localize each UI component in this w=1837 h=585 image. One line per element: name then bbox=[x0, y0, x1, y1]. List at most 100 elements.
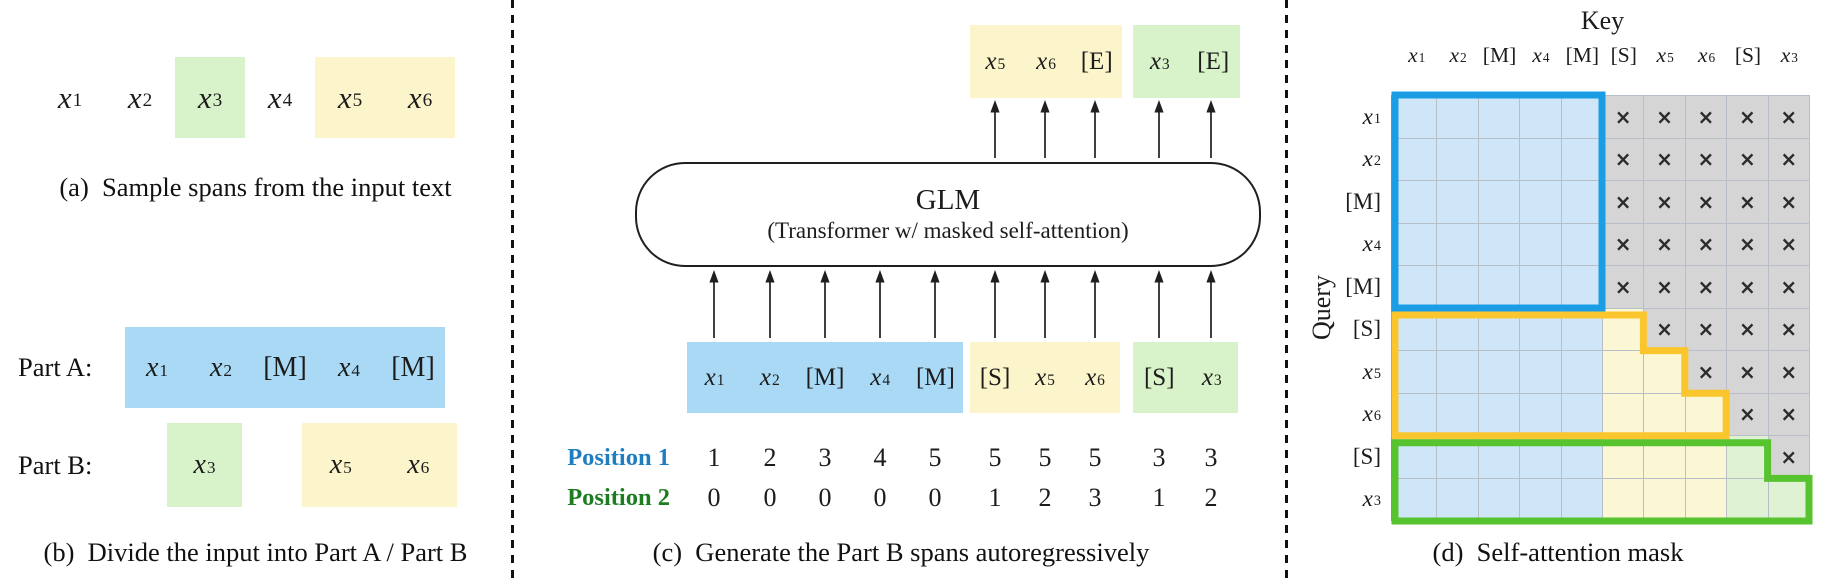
flow-arrows bbox=[709, 100, 1216, 338]
panel-divider-2 bbox=[1285, 0, 1288, 585]
mask-cell-blocked: × bbox=[1644, 308, 1685, 350]
mask-cell-visible bbox=[1768, 478, 1809, 520]
mask-cell-blocked: × bbox=[1685, 308, 1727, 350]
key-label-token: [S] bbox=[1734, 43, 1762, 67]
position-value: 5 bbox=[988, 443, 1002, 472]
caption-d: (d) Self-attention mask bbox=[1432, 537, 1684, 567]
mask-cell-visible bbox=[1561, 266, 1602, 308]
mask-cell-blocked: × bbox=[1768, 223, 1809, 265]
query-label-token: [S] bbox=[1352, 316, 1381, 342]
position-value: 3 bbox=[1152, 443, 1166, 472]
panel-divider-1 bbox=[511, 0, 514, 585]
mask-cell-blocked: × bbox=[1644, 138, 1685, 180]
token: [M] bbox=[263, 351, 307, 383]
mask-cell-visible bbox=[1437, 393, 1478, 435]
mask-cell-blocked: × bbox=[1727, 223, 1768, 265]
up-arrow-icon bbox=[1206, 270, 1216, 338]
mask-cell-visible bbox=[1478, 223, 1520, 265]
key-label-token: [M] bbox=[1565, 43, 1600, 67]
up-arrow-icon bbox=[1154, 270, 1164, 338]
mask-cell-visible bbox=[1437, 96, 1478, 138]
up-arrow-icon bbox=[930, 270, 940, 338]
mask-cell-visible bbox=[1561, 96, 1602, 138]
mask-cell-visible bbox=[1644, 351, 1685, 393]
position-value: 3 bbox=[1204, 443, 1218, 472]
mask-cell-blocked: × bbox=[1768, 351, 1809, 393]
mask-cell-visible bbox=[1520, 266, 1561, 308]
query-label-token: [M] bbox=[1345, 273, 1381, 299]
mask-cell-visible bbox=[1396, 478, 1437, 520]
position-value: 1 bbox=[1152, 483, 1166, 512]
mask-cell-visible bbox=[1520, 138, 1561, 180]
mask-cell-blocked: × bbox=[1602, 138, 1644, 180]
position-value: 0 bbox=[707, 483, 721, 512]
mask-cell-visible bbox=[1727, 478, 1768, 520]
up-arrow-icon bbox=[1040, 270, 1050, 338]
mask-cell-visible bbox=[1478, 181, 1520, 223]
mask-cell-blocked: × bbox=[1644, 223, 1685, 265]
mask-cell-blocked: × bbox=[1727, 308, 1768, 350]
mask-cell-blocked: × bbox=[1685, 96, 1727, 138]
up-arrow-icon bbox=[990, 100, 1000, 158]
mask-cell-blocked: × bbox=[1727, 266, 1768, 308]
mask-cell-visible bbox=[1520, 351, 1561, 393]
mask-cell-visible bbox=[1396, 351, 1437, 393]
mask-cell-blocked: × bbox=[1644, 181, 1685, 223]
mask-cell-visible bbox=[1602, 351, 1644, 393]
mask-cell-visible bbox=[1520, 393, 1561, 435]
mask-cell-visible bbox=[1561, 138, 1602, 180]
mask-region-borders bbox=[1391, 91, 1813, 525]
mask-cell-visible bbox=[1396, 223, 1437, 265]
mask-cell-blocked: × bbox=[1644, 96, 1685, 138]
mask-cell-visible bbox=[1685, 478, 1727, 520]
mask-cell-blocked: × bbox=[1727, 181, 1768, 223]
mask-cell-visible bbox=[1520, 181, 1561, 223]
up-arrow-icon bbox=[1090, 270, 1100, 338]
mask-cell-blocked: × bbox=[1768, 393, 1809, 435]
mask-cell-visible bbox=[1561, 351, 1602, 393]
mask-cell-blocked: × bbox=[1644, 266, 1685, 308]
mask-cell-blocked: × bbox=[1768, 266, 1809, 308]
up-arrow-icon bbox=[875, 270, 885, 338]
mask-cell-blocked: × bbox=[1727, 138, 1768, 180]
mask-cell-blocked: × bbox=[1685, 351, 1727, 393]
mask-cell-visible bbox=[1685, 393, 1727, 435]
up-arrow-icon bbox=[990, 270, 1000, 338]
mask-cell-visible bbox=[1396, 266, 1437, 308]
query-label-token: [S] bbox=[1352, 443, 1381, 469]
token: [E] bbox=[1197, 48, 1230, 75]
mask-cell-visible bbox=[1396, 96, 1437, 138]
mask-cell-blocked: × bbox=[1685, 181, 1727, 223]
mask-cell-blocked: × bbox=[1685, 266, 1727, 308]
mask-cell-visible bbox=[1520, 96, 1561, 138]
mask-cell-visible bbox=[1437, 181, 1478, 223]
key-label-token: [M] bbox=[1482, 43, 1517, 67]
position-value: 3 bbox=[1088, 483, 1102, 512]
mask-cell-visible bbox=[1602, 478, 1644, 520]
mask-cell-visible bbox=[1396, 393, 1437, 435]
position-value: 0 bbox=[873, 483, 887, 512]
